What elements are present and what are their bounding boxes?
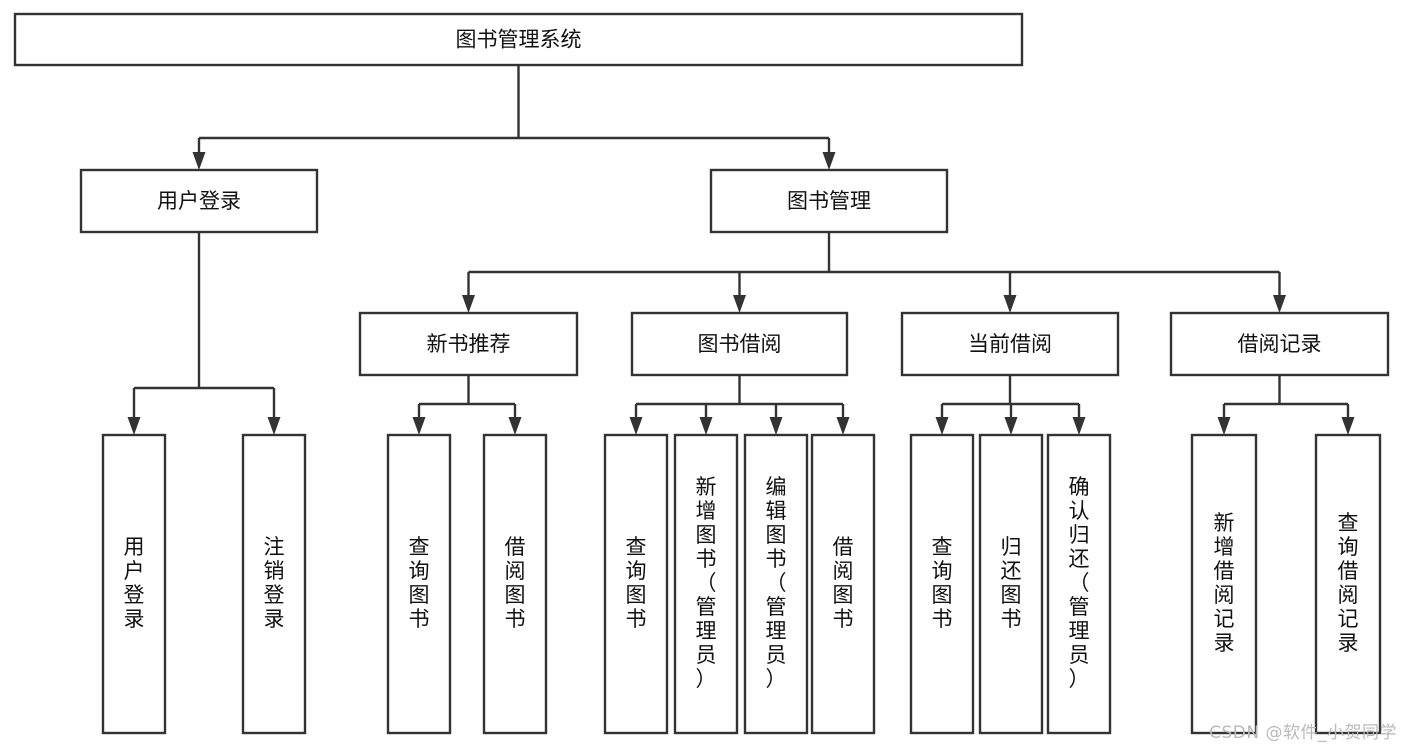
conn-userlogin-to-leaves — [127, 232, 281, 435]
conn-recommend-to-leaves — [412, 375, 522, 435]
node-leaf-rec-query-book[interactable]: 查询图书 — [386, 433, 452, 735]
conn-root-to-level2-arrow-2 — [822, 152, 836, 170]
node-borrow-record[interactable]: 借阅记录 — [1169, 311, 1390, 377]
conn-recommend-to-leaves-arrow-2 — [508, 417, 522, 435]
conn-record-to-leaves — [1217, 375, 1355, 435]
node-box-leaf-current-confirm-return — [1046, 433, 1112, 735]
node-box-leaf-record-query — [1314, 433, 1382, 735]
conn-root-to-level2-arrow-1 — [192, 152, 206, 170]
node-label-leaf-rec-query-book: 查询图书 — [409, 535, 430, 631]
node-label-leaf-record-query: 查询借阅记录 — [1338, 511, 1359, 655]
conn-current-to-leaves-arrow-3 — [1072, 417, 1086, 435]
node-label-leaf-current-return-book: 归还图书 — [1001, 535, 1022, 631]
node-box-leaf-borrow-query-book — [603, 433, 669, 735]
conn-userlogin-to-leaves-arrow-2 — [267, 417, 281, 435]
conn-borrow-to-leaves-arrow-2 — [699, 417, 713, 435]
node-leaf-rec-borrow-book[interactable]: 借阅图书 — [482, 433, 548, 735]
node-box-leaf-borrow-edit-book — [743, 433, 809, 735]
conn-borrow-to-leaves-arrow-4 — [836, 417, 850, 435]
conn-record-to-leaves-arrow-2 — [1341, 417, 1355, 435]
node-box-leaf-record-add — [1190, 433, 1258, 735]
node-box-leaf-current-return-book — [978, 433, 1044, 735]
node-box-leaf-rec-borrow-book — [482, 433, 548, 735]
node-leaf-borrow-borrow-book[interactable]: 借阅图书 — [810, 433, 876, 735]
node-label-new-book-recommend: 新书推荐 — [427, 332, 511, 356]
csdn-watermark: CSDN @软件_小贺同学 — [1209, 723, 1397, 743]
node-box-new-book-recommend — [358, 311, 579, 377]
node-box-leaf-rec-query-book — [386, 433, 452, 735]
conn-current-to-leaves-arrow-2 — [1004, 417, 1018, 435]
conn-borrow-to-leaves-arrow-1 — [629, 417, 643, 435]
conn-record-to-leaves-arrow-1 — [1217, 417, 1231, 435]
node-book-manage[interactable]: 图书管理 — [709, 168, 949, 234]
conn-current-to-leaves — [935, 375, 1086, 435]
node-current-borrow[interactable]: 当前借阅 — [900, 311, 1120, 377]
node-book-borrow[interactable]: 图书借阅 — [630, 311, 849, 377]
node-box-current-borrow — [900, 311, 1120, 377]
node-label-leaf-borrow-query-book: 查询图书 — [626, 535, 647, 631]
node-box-leaf-current-query-book — [909, 433, 975, 735]
node-leaf-borrow-query-book[interactable]: 查询图书 — [603, 433, 669, 735]
node-label-book-manage: 图书管理 — [787, 189, 871, 213]
conn-userlogin-to-leaves-arrow-1 — [127, 417, 141, 435]
node-label-current-borrow: 当前借阅 — [968, 332, 1052, 356]
node-label-leaf-user-login: 用户登录 — [124, 535, 145, 631]
conn-bookmanage-to-level3-arrow-2 — [733, 295, 746, 313]
node-label-leaf-borrow-add-book: 新增图书（管理员） — [696, 475, 717, 691]
node-new-book-recommend[interactable]: 新书推荐 — [358, 311, 579, 377]
connector-layer — [127, 65, 1355, 435]
node-root[interactable]: 图书管理系统 — [13, 12, 1024, 67]
node-box-root — [13, 12, 1024, 67]
node-label-leaf-record-add: 新增借阅记录 — [1214, 511, 1235, 655]
node-label-leaf-borrow-borrow-book: 借阅图书 — [833, 535, 854, 631]
conn-bookmanage-to-level3 — [462, 232, 1286, 313]
node-label-leaf-borrow-edit-book: 编辑图书（管理员） — [766, 475, 787, 691]
node-leaf-borrow-add-book[interactable]: 新增图书（管理员） — [673, 433, 739, 735]
node-box-borrow-record — [1169, 311, 1390, 377]
node-label-user-login: 用户登录 — [157, 189, 241, 213]
node-leaf-user-login[interactable]: 用户登录 — [101, 433, 167, 735]
node-box-book-borrow — [630, 311, 849, 377]
node-leaf-record-add[interactable]: 新增借阅记录 — [1190, 433, 1258, 735]
node-label-borrow-record: 借阅记录 — [1238, 332, 1322, 356]
node-label-book-borrow: 图书借阅 — [698, 332, 782, 356]
node-box-book-manage — [709, 168, 949, 234]
conn-bookmanage-to-level3-arrow-4 — [1273, 295, 1286, 313]
node-label-leaf-user-logout: 注销登录 — [264, 535, 285, 631]
conn-borrow-to-leaves — [629, 375, 850, 435]
node-leaf-user-logout[interactable]: 注销登录 — [241, 433, 307, 735]
node-box-leaf-user-login — [101, 433, 167, 735]
node-label-leaf-current-confirm-return: 确认归还（管理员） — [1069, 475, 1090, 691]
node-box-user-login — [79, 168, 319, 234]
node-label-leaf-rec-borrow-book: 借阅图书 — [505, 535, 526, 631]
node-layer: 图书管理系统用户登录图书管理新书推荐图书借阅当前借阅借阅记录用户登录注销登录查询… — [13, 12, 1390, 735]
node-leaf-borrow-edit-book[interactable]: 编辑图书（管理员） — [743, 433, 809, 735]
conn-borrow-to-leaves-arrow-3 — [769, 417, 783, 435]
node-leaf-current-query-book[interactable]: 查询图书 — [909, 433, 975, 735]
node-user-login[interactable]: 用户登录 — [79, 168, 319, 234]
node-box-leaf-user-logout — [241, 433, 307, 735]
node-label-leaf-current-query-book: 查询图书 — [932, 535, 953, 631]
conn-root-to-level2 — [192, 65, 836, 170]
node-box-leaf-borrow-borrow-book — [810, 433, 876, 735]
conn-recommend-to-leaves-arrow-1 — [412, 417, 426, 435]
node-label-root: 图书管理系统 — [456, 28, 582, 52]
conn-bookmanage-to-level3-arrow-3 — [1003, 295, 1017, 313]
node-leaf-record-query[interactable]: 查询借阅记录 — [1314, 433, 1382, 735]
node-leaf-current-confirm-return[interactable]: 确认归还（管理员） — [1046, 433, 1112, 735]
node-box-leaf-borrow-add-book — [673, 433, 739, 735]
node-leaf-current-return-book[interactable]: 归还图书 — [978, 433, 1044, 735]
conn-bookmanage-to-level3-arrow-1 — [462, 295, 475, 313]
conn-current-to-leaves-arrow-1 — [935, 417, 949, 435]
